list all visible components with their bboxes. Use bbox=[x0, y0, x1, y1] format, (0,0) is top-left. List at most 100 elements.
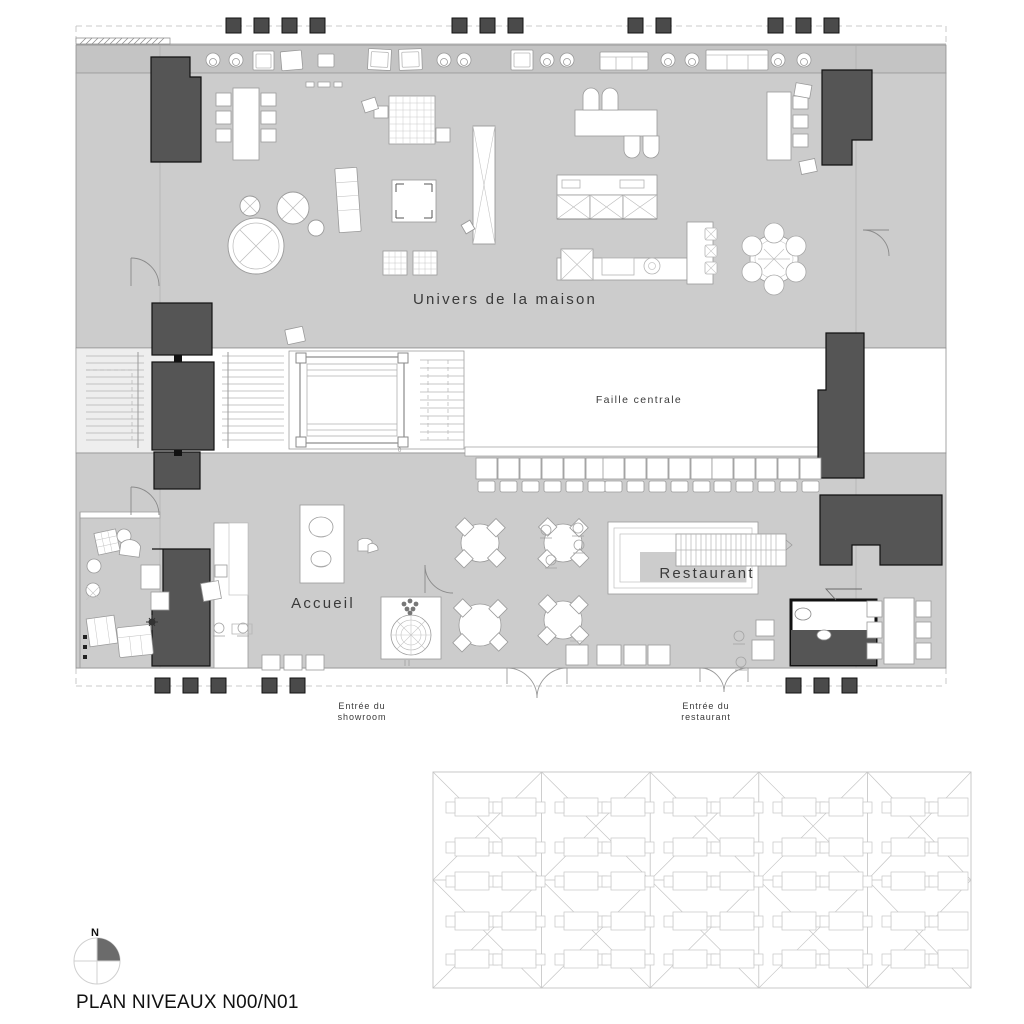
desk-unit bbox=[819, 797, 873, 817]
desk-unit bbox=[492, 871, 546, 891]
office-diagonal-grid bbox=[432, 771, 972, 989]
core-north-east bbox=[821, 69, 873, 166]
stair-center-east bbox=[420, 359, 464, 441]
desk-unit bbox=[881, 949, 935, 969]
atrium-frame bbox=[295, 352, 409, 448]
circle-rug bbox=[227, 191, 325, 275]
restroom-door-swing bbox=[824, 588, 862, 601]
wall-dot-marker bbox=[83, 635, 87, 659]
room-label-univers: Univers de la maison bbox=[413, 291, 597, 308]
desk-unit bbox=[601, 871, 655, 891]
showroom-round-table bbox=[741, 222, 807, 296]
core-mid-west-center bbox=[151, 361, 215, 451]
banquette-booth bbox=[711, 457, 822, 493]
core-north-west bbox=[150, 56, 202, 163]
facade-column-marker-top bbox=[225, 17, 840, 34]
desk-unit bbox=[601, 797, 655, 817]
entrance-restaurant-line2: restaurant bbox=[681, 712, 731, 722]
sofa bbox=[599, 49, 769, 71]
round-chair bbox=[205, 52, 812, 68]
stair-restaurant bbox=[675, 533, 793, 567]
mirror-partition bbox=[460, 125, 496, 245]
compass-north-label: N bbox=[91, 927, 99, 939]
desk-unit bbox=[492, 911, 546, 931]
bed-unit bbox=[360, 95, 451, 145]
desk-unit bbox=[710, 797, 764, 817]
office-desk-group bbox=[445, 797, 969, 969]
desk-unit bbox=[601, 911, 655, 931]
desk-unit bbox=[710, 871, 764, 891]
desk-unit bbox=[492, 949, 546, 969]
desk-unit bbox=[819, 871, 873, 891]
side-table bbox=[382, 179, 438, 276]
desk-unit bbox=[928, 871, 969, 891]
meeting-table bbox=[866, 597, 932, 665]
entrance-showroom-line1: Entrée du bbox=[338, 701, 385, 711]
banquette-row bbox=[475, 457, 822, 493]
core-accueil bbox=[151, 548, 211, 667]
faille-edge-band bbox=[464, 446, 829, 457]
desk-unit bbox=[819, 949, 873, 969]
restroom-block bbox=[789, 588, 878, 667]
stair-west-inner bbox=[222, 352, 284, 448]
plant-symbol bbox=[146, 615, 158, 630]
sink-fixture bbox=[794, 607, 812, 621]
desk-unit bbox=[601, 949, 655, 969]
banquette-booth bbox=[602, 457, 713, 493]
info-plaque bbox=[305, 81, 343, 88]
person-symbol bbox=[213, 622, 253, 637]
desk-unit bbox=[928, 949, 969, 969]
lounge-furniture bbox=[85, 528, 170, 658]
patterned-rug bbox=[390, 598, 432, 666]
armchair bbox=[252, 48, 534, 72]
lower-banquette bbox=[565, 619, 775, 666]
lounge-partition bbox=[79, 511, 161, 519]
desk-unit bbox=[710, 837, 764, 857]
desk-unit bbox=[928, 797, 969, 817]
atrium-dim-note: 0 bbox=[398, 448, 402, 454]
stair-west-outer bbox=[86, 352, 144, 448]
service-core bbox=[150, 56, 943, 667]
entrance-restaurant-line1: Entrée du bbox=[682, 701, 729, 711]
desk-unit bbox=[601, 837, 655, 857]
desk-unit bbox=[928, 911, 969, 931]
showroom-desk-right bbox=[766, 82, 818, 175]
accueil-items bbox=[200, 516, 379, 671]
hatched-canopy-edge bbox=[75, 37, 171, 45]
desk-unit bbox=[710, 911, 764, 931]
compass-crosshair bbox=[74, 938, 120, 984]
north-arrow: N bbox=[73, 927, 121, 985]
showroom-lounge-left bbox=[284, 166, 362, 345]
entrance-door-swing bbox=[506, 667, 749, 699]
reception-counter-b bbox=[228, 522, 249, 596]
core-mid-west-lower bbox=[153, 451, 201, 490]
room-label-faille: Faille centrale bbox=[596, 394, 682, 406]
compass-north-east-quadrant bbox=[97, 938, 120, 961]
showroom-dining-set-right bbox=[574, 87, 660, 159]
showroom-dining-set-left bbox=[215, 87, 277, 161]
core-south-east bbox=[819, 494, 943, 566]
desk-unit bbox=[819, 837, 873, 857]
facade-column-marker-bottom bbox=[154, 677, 858, 694]
entrance-showroom-line2: showroom bbox=[338, 712, 387, 722]
desk-unit bbox=[492, 837, 546, 857]
room-label-accueil: Accueil bbox=[291, 595, 355, 612]
core-mid-west-upper bbox=[151, 302, 213, 356]
dining-round-table bbox=[452, 517, 590, 653]
desk-unit bbox=[710, 949, 764, 969]
faille-open-area bbox=[465, 357, 828, 447]
core-connector bbox=[174, 355, 182, 456]
ground-floor-plan: 0 bbox=[75, 17, 947, 722]
desk-unit bbox=[819, 911, 873, 931]
sideboard-cabinet bbox=[556, 174, 658, 220]
kitchen-run bbox=[556, 221, 718, 285]
counter-stool bbox=[704, 227, 718, 275]
banquette-booth bbox=[475, 457, 608, 493]
person-symbol bbox=[733, 630, 747, 671]
sheet-title: PLAN NIVEAUX N00/N01 bbox=[76, 992, 299, 1013]
upper-floor-office-plan bbox=[432, 771, 972, 989]
person-symbol bbox=[540, 522, 585, 569]
desk-unit bbox=[554, 837, 608, 857]
room-label-restaurant: Restaurant bbox=[659, 565, 754, 582]
